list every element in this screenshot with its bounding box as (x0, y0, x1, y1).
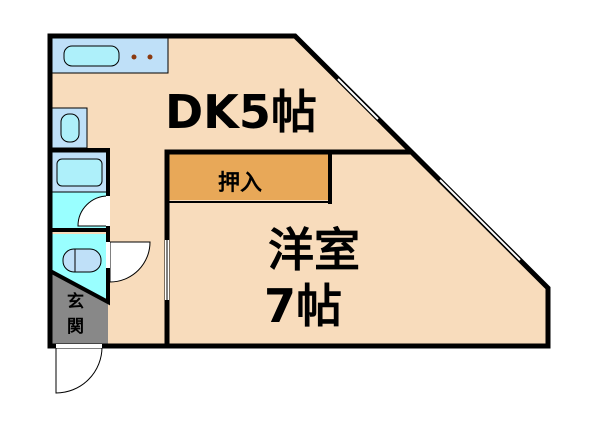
dk-label: DK5帖 (165, 85, 317, 139)
toilet-door-swing (109, 241, 151, 283)
closet (167, 154, 330, 200)
entrance-label-1: 玄 (67, 291, 84, 312)
western-room-label: 洋室 (268, 223, 360, 277)
sink-icon (63, 45, 120, 67)
entrance-area (52, 272, 108, 344)
basin-icon (60, 113, 80, 143)
entrance-door-swing (55, 346, 103, 394)
toilet-icon (62, 248, 102, 273)
window (439, 179, 521, 261)
entrance-label-2: 関 (67, 317, 84, 337)
western-room-size: 7帖 (264, 279, 342, 333)
bath-door-swing (77, 195, 109, 227)
stove-burner-icon (131, 54, 137, 60)
closet-label: 押入 (218, 170, 262, 196)
stove-burner-icon (147, 54, 153, 60)
window (337, 78, 379, 120)
bathtub-icon (56, 158, 103, 187)
